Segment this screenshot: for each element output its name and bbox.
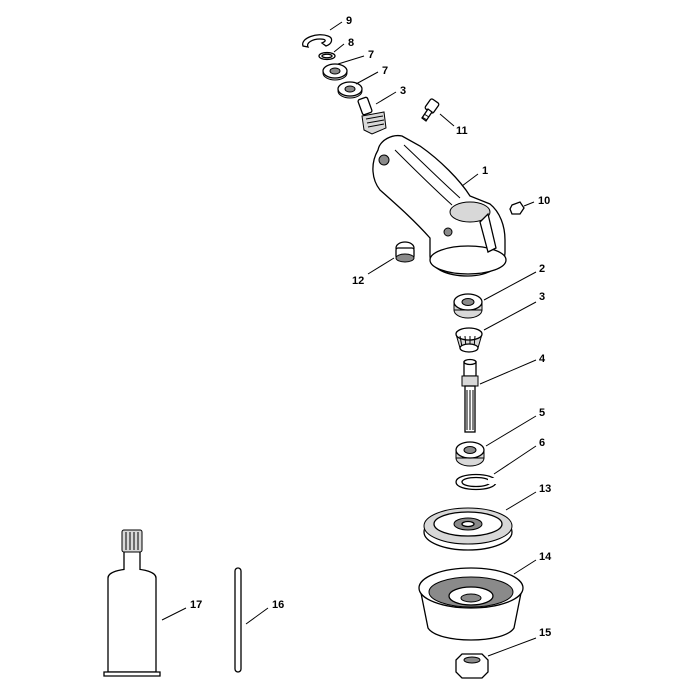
callout-9: 9 [346,15,352,27]
callout-16: 16 [272,599,284,611]
callout-15: 15 [539,627,551,639]
callout-10: 10 [538,195,550,207]
callout-17: 17 [190,599,202,611]
callout-13: 13 [539,483,551,495]
part-nut[interactable] [455,653,489,679]
callout-3-lower: 3 [539,291,545,303]
part-snap-ring[interactable] [455,473,498,491]
callout-3-upper: 3 [400,85,406,97]
leader-lines [161,21,537,657]
part-ring[interactable] [318,51,336,61]
callout-7-lower: 7 [382,65,388,77]
callout-1: 1 [482,165,488,177]
part-drive-shaft[interactable] [461,358,479,433]
callout-6: 6 [539,437,545,449]
callout-11: 11 [456,125,468,137]
part-ball-bearing-2[interactable] [453,293,483,319]
part-ball-bearing-5[interactable] [455,441,485,467]
part-thrust-plate[interactable] [423,507,513,551]
part-locking-pin[interactable] [234,567,242,673]
callout-2: 2 [539,263,545,275]
callout-5: 5 [539,407,545,419]
part-grease-tube[interactable] [103,529,161,677]
callout-14: 14 [539,551,552,563]
part-bevel-gear[interactable] [455,327,483,353]
part-thrust-cup[interactable] [418,567,524,641]
callout-7-upper: 7 [368,49,374,61]
part-gear-housing[interactable] [372,134,507,277]
part-small-nut[interactable] [509,201,525,215]
part-pinion-gear-upper[interactable] [357,96,387,135]
part-ball-bearing-upper[interactable] [322,63,348,81]
callout-8: 8 [348,37,354,49]
callout-4: 4 [539,353,546,365]
part-screw[interactable] [421,98,440,122]
part-circlip-top[interactable] [302,34,333,48]
part-ball-bearing-lower[interactable] [337,81,363,99]
callout-12: 12 [352,275,364,287]
part-plug-screw[interactable] [395,241,415,263]
callout-labels: 9 8 7 7 3 11 1 10 12 2 3 4 5 6 13 14 15 … [190,15,552,639]
